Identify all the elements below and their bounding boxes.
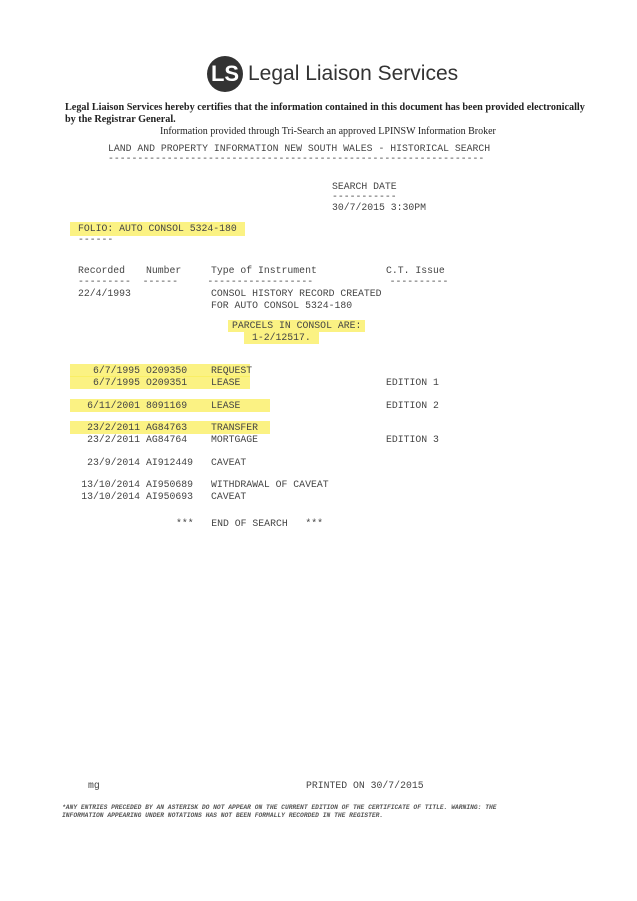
row-date: 23/2/2011 [87, 434, 140, 445]
row-number: 8091169 [146, 400, 188, 411]
folio-underline: ------ [78, 234, 114, 245]
document-title: LAND AND PROPERTY INFORMATION NEW SOUTH … [108, 143, 491, 154]
row-ct-issue: EDITION 1 [386, 377, 439, 388]
info-line: Information provided through Tri-Search … [160, 126, 496, 137]
header-underlines: --------- ------ ------------------ ----… [78, 276, 449, 287]
row-number: O209351 [146, 377, 188, 388]
first-entry-line1: CONSOL HISTORY RECORD CREATED [211, 288, 382, 299]
highlight-mark [70, 399, 270, 412]
first-entry-line2: FOR AUTO CONSOL 5324-180 [211, 300, 353, 311]
search-date-label: SEARCH DATE [332, 181, 397, 192]
llS-logo-icon: LS [207, 56, 243, 92]
operator-initials: mg [88, 780, 100, 791]
row-date: 6/7/1995 [92, 377, 140, 388]
header-ct-issue: C.T. Issue [386, 265, 445, 276]
row-type: CAVEAT [211, 457, 247, 468]
row-type: LEASE [211, 400, 241, 411]
certification-text: Legal Liaison Services hereby certifies … [65, 102, 585, 125]
row-date: 13/10/2014 [81, 491, 140, 502]
parcels-value: 1-2/12517. [244, 332, 319, 344]
highlight-mark [70, 364, 250, 377]
row-ct-issue: EDITION 2 [386, 400, 439, 411]
row-type: REQUEST [211, 365, 253, 376]
row-type: CAVEAT [211, 491, 247, 502]
row-ct-issue: EDITION 3 [386, 434, 439, 445]
row-type: LEASE [211, 377, 241, 388]
row-date: 23/9/2014 [87, 457, 140, 468]
printed-date: PRINTED ON 30/7/2015 [306, 780, 424, 791]
brand-name: Legal Liaison Services [248, 62, 459, 85]
row-type: TRANSFER [211, 422, 259, 433]
end-of-search: *** END OF SEARCH *** [176, 518, 323, 529]
row-date: 23/2/2011 [87, 422, 140, 433]
row-type: MORTGAGE [211, 434, 259, 445]
row-number: AI950693 [146, 491, 194, 502]
title-underline: ----------------------------------------… [108, 153, 485, 164]
footnote-line2: INFORMATION APPEARING UNDER NOTATIONS HA… [62, 812, 384, 819]
search-date-underline: ----------- [332, 191, 397, 202]
first-entry-date: 22/4/1993 [78, 288, 131, 299]
highlight-mark [70, 421, 270, 434]
folio-reference: FOLIO: AUTO CONSOL 5324-180 [70, 222, 245, 236]
row-number: AG84763 [146, 422, 188, 433]
header-number: Number [146, 265, 182, 276]
row-date: 6/11/2001 [87, 400, 140, 411]
row-number: AI912449 [146, 457, 194, 468]
row-number: AG84764 [146, 434, 188, 445]
header-type: Type of Instrument [211, 265, 317, 276]
parcels-label: PARCELS IN CONSOL ARE: [228, 320, 366, 332]
search-date-value: 30/7/2015 3:30PM [332, 202, 427, 213]
footnote-line1: *ANY ENTRIES PRECEDED BY AN ASTERISK DO … [62, 804, 497, 811]
header-recorded: Recorded [78, 265, 126, 276]
row-type: WITHDRAWAL OF CAVEAT [211, 479, 329, 490]
row-number: AI950689 [146, 479, 194, 490]
row-number: O209350 [146, 365, 188, 376]
row-date: 6/7/1995 [92, 365, 140, 376]
row-date: 13/10/2014 [81, 479, 140, 490]
highlight-mark [70, 376, 250, 389]
